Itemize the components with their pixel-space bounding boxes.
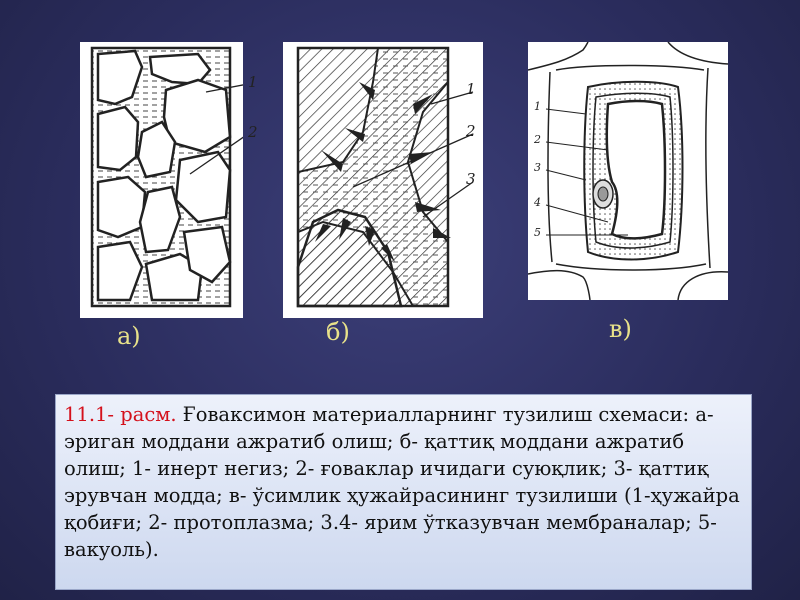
callout-b-2: 2 xyxy=(466,122,476,140)
figure-caption: 11.1- расм. Ғоваксимон материалларнинг т… xyxy=(55,394,752,590)
callout-c-1: 1 xyxy=(534,100,541,113)
plant-cell-drawing xyxy=(528,42,728,300)
caption-text: Ғоваксимон материалларнинг тузилиш схема… xyxy=(64,403,740,561)
callout-c-3: 3 xyxy=(534,161,541,174)
callout-b-1: 1 xyxy=(466,80,476,98)
callout-c-4: 4 xyxy=(534,196,541,209)
inert-base-grains xyxy=(96,49,232,302)
figure-label-c: в) xyxy=(609,315,632,343)
diagram-panel-a xyxy=(80,42,243,318)
protoplasm-membrane xyxy=(592,92,674,249)
neighbor-cell-walls xyxy=(528,42,728,300)
figure-number: 11.1- расм. xyxy=(64,403,177,426)
callout-c-5: 5 xyxy=(534,226,541,239)
callout-c-2: 2 xyxy=(534,133,541,146)
porous-structure-a-drawing xyxy=(90,46,243,308)
diagram-panel-b xyxy=(283,42,483,318)
diagram-panel-c xyxy=(528,42,728,300)
callout-a-1: 1 xyxy=(248,73,258,91)
porous-structure-b-drawing xyxy=(296,46,474,308)
callout-a-2: 2 xyxy=(248,123,258,141)
pore-liquid-channel xyxy=(297,47,449,307)
figure-label-a: а) xyxy=(117,322,141,350)
callout-b-3: 3 xyxy=(466,170,476,188)
figure-label-b: б) xyxy=(326,318,350,346)
vacuole xyxy=(605,99,667,240)
